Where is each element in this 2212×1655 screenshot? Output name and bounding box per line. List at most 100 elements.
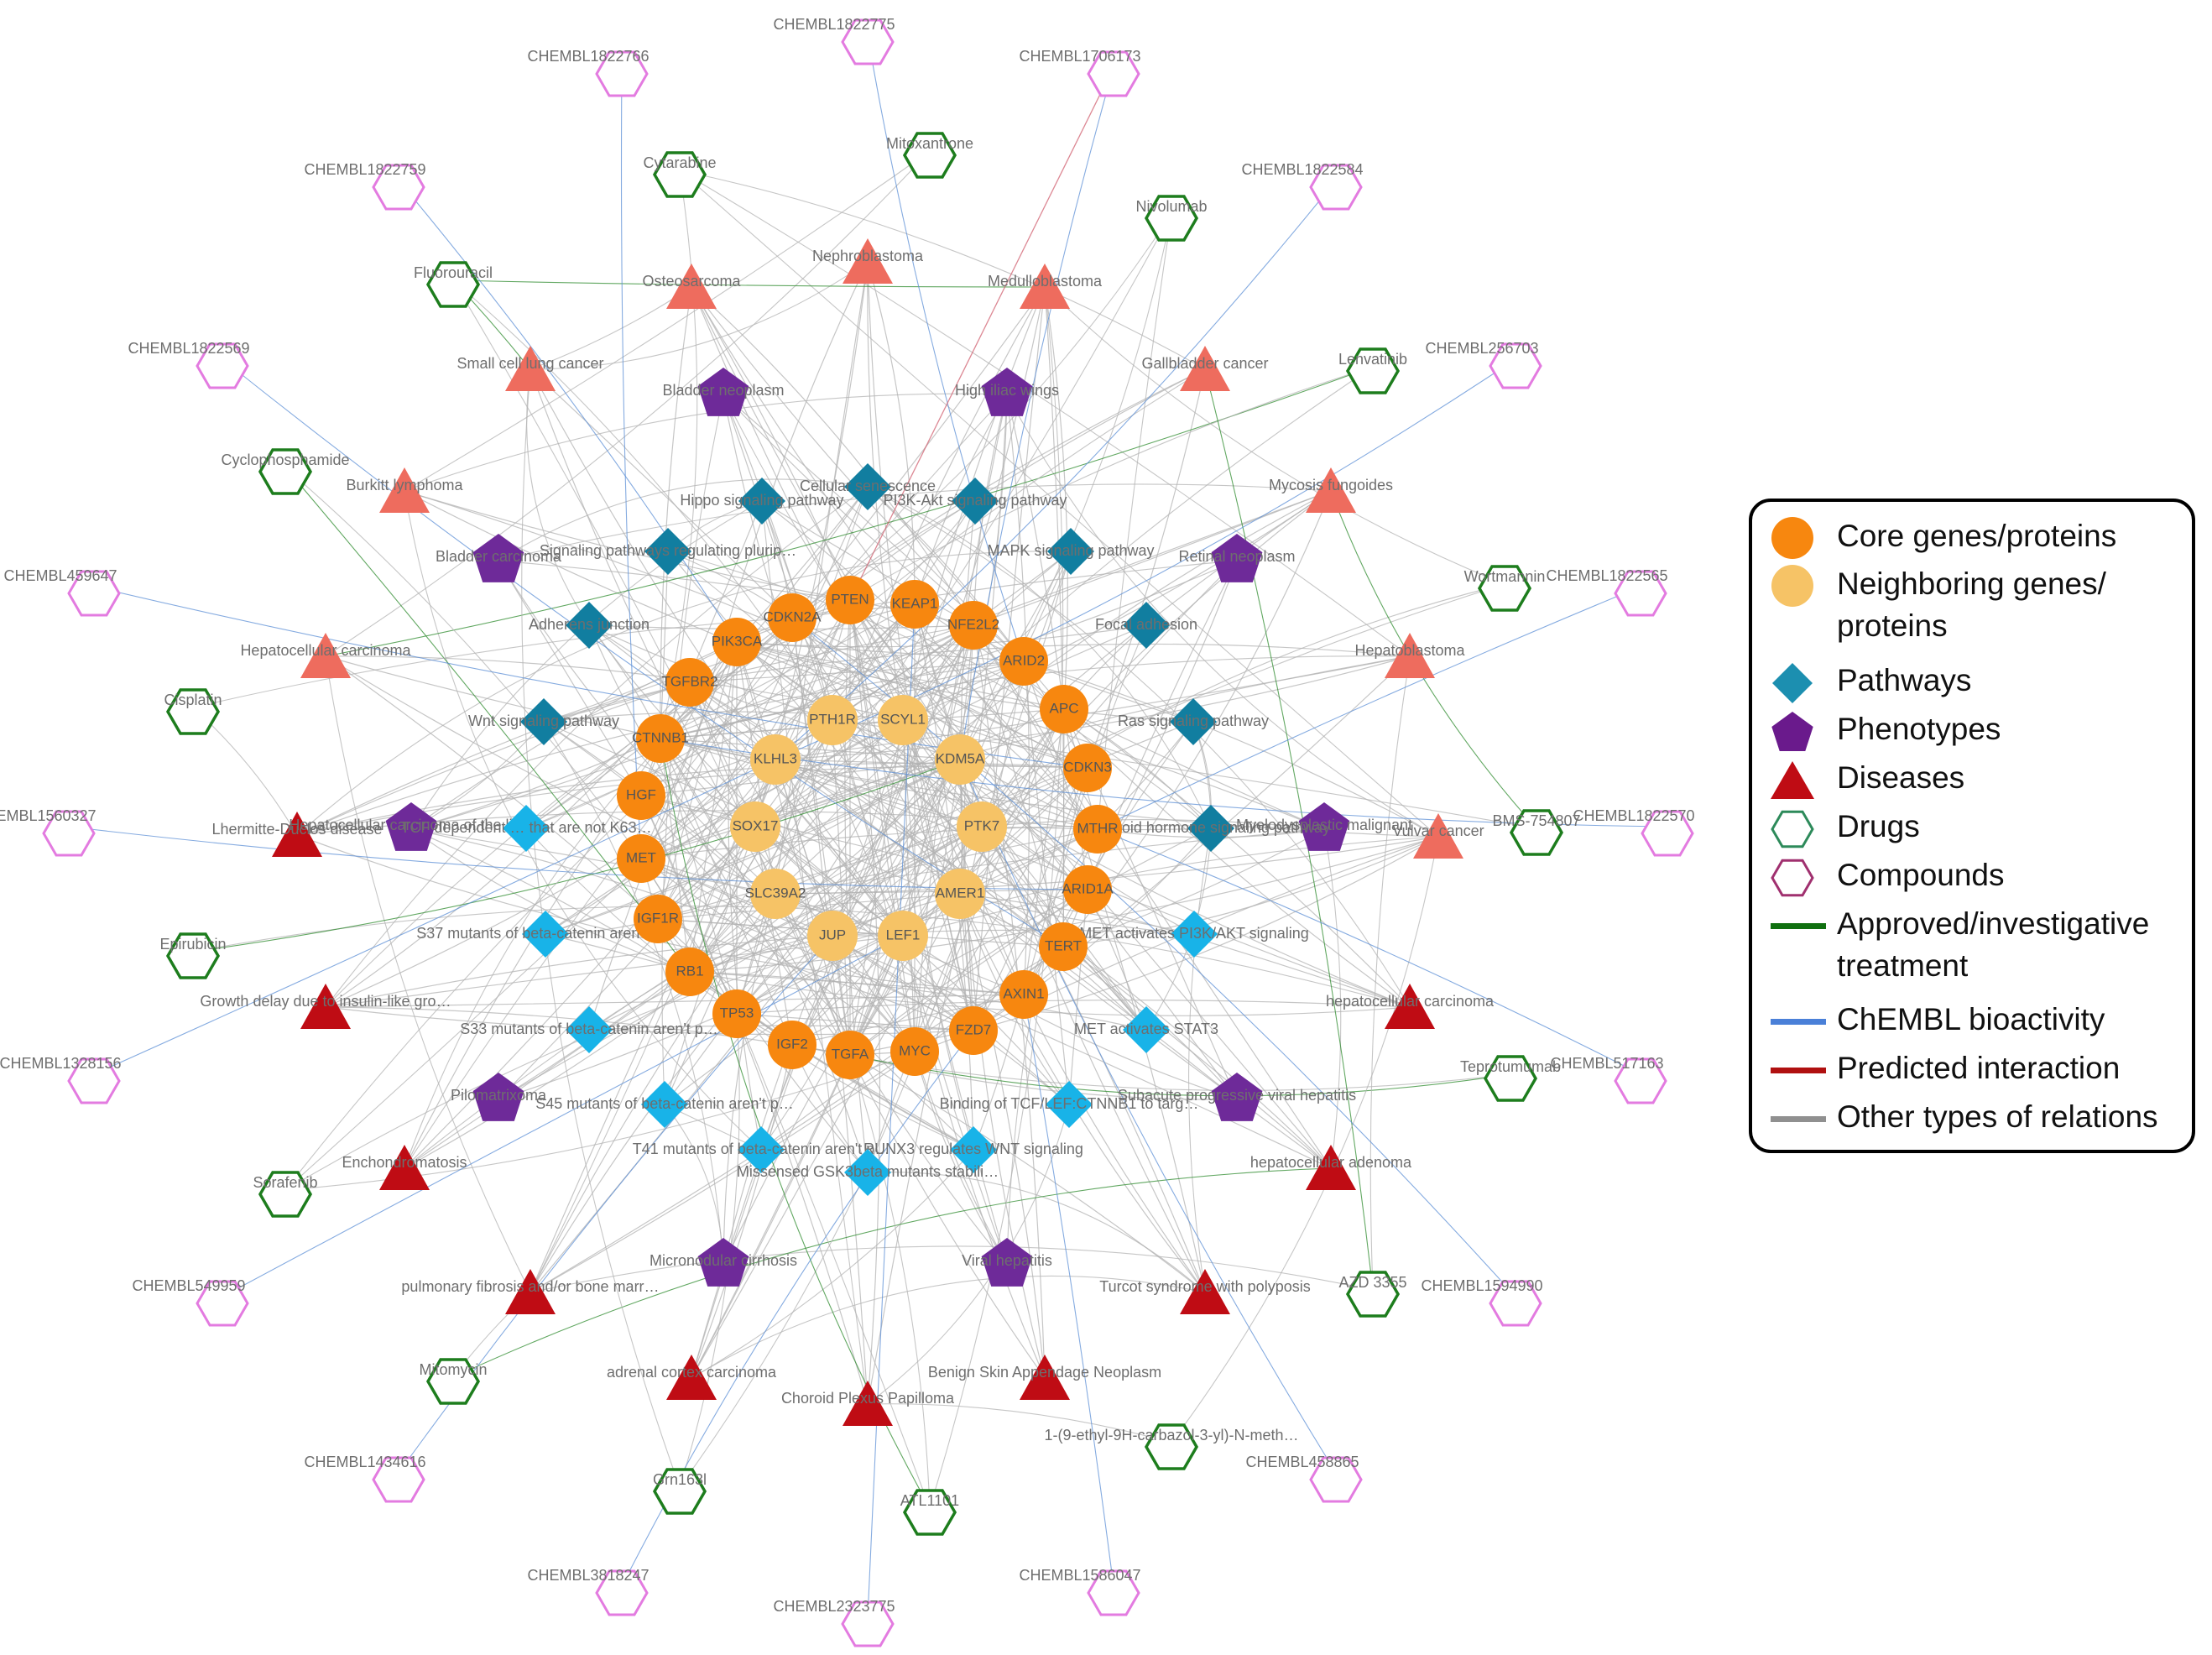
pathway-node-s37[interactable]: S37 mutants of beta-catenin aren't p…: [416, 911, 675, 958]
pathway-node-sigplur[interactable]: Signaling pathways regulating plurip…: [540, 528, 796, 575]
compound-node-c1822584[interactable]: CHEMBL1822584: [1241, 161, 1364, 211]
phenotype-node-micronod[interactable]: Micronodular cirrhosis: [650, 1238, 797, 1287]
pathway-node-gsk3[interactable]: Missensed GSK3beta mutants stabili…: [737, 1149, 999, 1196]
pathway-node-s33[interactable]: S33 mutants of beta-catenin aren't p…: [460, 1006, 718, 1053]
pathway-node-tcflef[interactable]: Binding of TCF/LEF:CTNNB1 to targ…: [940, 1081, 1199, 1128]
disease-node-mycosis[interactable]: Mycosis fungoides: [1269, 467, 1393, 513]
compound-node-c1822565[interactable]: CHEMBL1822565: [1546, 567, 1668, 617]
phenotype-node-subacute[interactable]: Subacute progressive viral hepatitis: [1118, 1073, 1356, 1121]
drug-node-carb[interactable]: 1-(9-ethyl-9H-carbazol-3-yl)-N-meth…: [1044, 1423, 1299, 1470]
disease-node-nephro[interactable]: Nephroblastoma: [812, 238, 924, 284]
compound-node-c1328156[interactable]: CHEMBL1328156: [0, 1055, 122, 1104]
core-node-pten[interactable]: PTEN: [826, 576, 874, 624]
core-node-rb1[interactable]: RB1: [665, 948, 714, 996]
neighbor-node-sox17[interactable]: SOX17: [730, 801, 780, 852]
disease-node-gall[interactable]: Gallbladder cancer: [1141, 346, 1269, 391]
neighbor-node-jup[interactable]: JUP: [807, 911, 858, 961]
disease-node-osteo[interactable]: Osteosarcoma: [642, 264, 742, 309]
core-node-tgfa[interactable]: TGFA: [826, 1031, 874, 1079]
phenotype-node-viralhep[interactable]: Viral hepatitis: [962, 1238, 1052, 1287]
disease-node-hep-aden[interactable]: hepatocellular adenoma: [1250, 1145, 1412, 1190]
compound-node-c459647[interactable]: CHEMBL459647: [3, 567, 121, 617]
core-node-tp53[interactable]: TP53: [712, 989, 761, 1038]
neighbor-node-scyl1[interactable]: SCYL1: [878, 695, 928, 745]
compound-node-c2323775[interactable]: CHEMBL2323775: [773, 1598, 895, 1647]
neighbor-node-ptk7[interactable]: PTK7: [957, 801, 1007, 852]
core-node-apc[interactable]: APC: [1040, 685, 1088, 734]
compound-node-c549959[interactable]: CHEMBL549959: [132, 1277, 249, 1327]
compound-node-c3818247[interactable]: CHEMBL3818247: [527, 1567, 650, 1616]
core-node-arid1a[interactable]: ARID1A: [1062, 865, 1114, 914]
disease-node-hcc[interactable]: Hepatocellular carcinoma: [240, 633, 412, 678]
neighbor-node-slc39a2[interactable]: SLC39A2: [745, 869, 806, 919]
pathway-node-rnf146[interactable]: RUNX3 regulates WNT signaling: [863, 1126, 1083, 1173]
compound-node-c1586047[interactable]: CHEMBL1586047: [1019, 1567, 1141, 1616]
pathway-node-pi3k[interactable]: PI3K-Akt signaling pathway: [883, 478, 1067, 525]
drug-node-lenva[interactable]: Lenvatinib: [1338, 347, 1407, 394]
drug-node-mito[interactable]: Mitomycin: [419, 1358, 488, 1405]
compound-node-c256703[interactable]: CHEMBL256703: [1425, 340, 1542, 389]
phenotype-node-bladder-neo[interactable]: Bladder neoplasm: [662, 368, 785, 416]
neighbor-node-amer1[interactable]: AMER1: [935, 869, 985, 919]
phenotype-node-pilomatrixoma[interactable]: Pilomatrixoma: [451, 1073, 547, 1121]
core-node-cdkn2a[interactable]: CDKN2A: [764, 593, 822, 642]
drug-node-grn[interactable]: Grn163l: [653, 1468, 707, 1515]
disease-node-lhermitte[interactable]: Lhermitte-Duclos disease: [211, 812, 383, 857]
drug-node-cispl[interactable]: Cisplatin: [164, 688, 222, 735]
core-node-igf1r[interactable]: IGF1R: [634, 895, 682, 943]
core-node-fzd7[interactable]: FZD7: [949, 1006, 998, 1055]
core-node-pik3ca[interactable]: PIK3CA: [712, 618, 763, 666]
core-node-nfe2l2[interactable]: NFE2L2: [947, 601, 999, 650]
disease-node-turcot[interactable]: Turcot syndrome with polyposis: [1099, 1269, 1311, 1314]
compound-node-c1822775[interactable]: CHEMBL1822775: [773, 16, 895, 65]
core-node-ctnnb1[interactable]: CTNNB1: [632, 714, 689, 763]
disease-node-choroid[interactable]: Choroid Plexus Papilloma: [781, 1381, 955, 1426]
phenotype-node-highiliac[interactable]: High iliac wings: [955, 368, 1059, 416]
drug-node-azd[interactable]: AZD 3355: [1338, 1271, 1407, 1318]
drug-node-bms[interactable]: BMS-754807: [1492, 809, 1581, 856]
drug-node-atl[interactable]: ATL1101: [900, 1489, 959, 1536]
disease-node-sclc[interactable]: Small cell lung cancer: [456, 346, 604, 391]
neighbor-node-klhl3[interactable]: KLHL3: [750, 734, 801, 785]
neighbor-node-kdm5a[interactable]: KDM5A: [935, 734, 985, 785]
drug-node-sora[interactable]: Sorafenib: [253, 1171, 318, 1218]
drug-node-mitox[interactable]: Mitoxantrone: [886, 132, 973, 179]
phenotype-node-hep-ph[interactable]: Hepatocellular carcinoma of the liver: [289, 802, 534, 851]
pathway-node-s45[interactable]: S45 mutants of beta-catenin aren't p…: [535, 1081, 794, 1128]
compound-node-c1560327[interactable]: CHEMBL1560327: [0, 807, 97, 857]
pathway-node-k63[interactable]: TCF dependent … that are not K63…: [400, 805, 652, 852]
neighbor-node-pth1r[interactable]: PTH1R: [807, 695, 858, 745]
pathway-node-mapk[interactable]: MAPK signaling pathway: [987, 528, 1155, 575]
compound-node-c1822759[interactable]: CHEMBL1822759: [304, 161, 426, 211]
disease-node-hepato[interactable]: Hepatoblastoma: [1354, 633, 1466, 678]
pathway-node-cellsen[interactable]: Cellular senescence: [800, 463, 936, 510]
disease-node-growth[interactable]: Growth delay due to insulin-like gro…: [200, 984, 451, 1029]
drug-node-epir[interactable]: Epirubicin: [159, 932, 227, 979]
core-node-arid2[interactable]: ARID2: [999, 637, 1048, 686]
phenotype-node-myelo[interactable]: Myelodysplastic malignant: [1236, 802, 1412, 851]
core-node-mthr[interactable]: MTHR: [1073, 805, 1122, 854]
compound-node-c1594990[interactable]: CHEMBL1594990: [1421, 1277, 1543, 1327]
core-node-cdkn3[interactable]: CDKN3: [1063, 744, 1112, 792]
core-node-hgf[interactable]: HGF: [617, 771, 665, 820]
pathway-node-focal[interactable]: Focal adhesion: [1095, 602, 1197, 649]
disease-node-adrenal[interactable]: adrenal cortex carcinoma: [607, 1355, 777, 1400]
compound-node-c1706173[interactable]: CHEMBL1706173: [1019, 48, 1141, 97]
pathway-node-wnt[interactable]: Wnt signaling pathway: [468, 698, 619, 745]
compound-node-c1822766[interactable]: CHEMBL1822766: [527, 48, 650, 97]
drug-node-fluoro[interactable]: Fluorouracil: [414, 261, 493, 308]
compound-node-c1822569[interactable]: CHEMBL1822569: [128, 340, 250, 389]
pathway-node-ras[interactable]: Ras signaling pathway: [1118, 698, 1269, 745]
pathway-node-adherens[interactable]: Adherens junction: [529, 602, 650, 649]
disease-node-enchon[interactable]: Enchondromatosis: [342, 1145, 467, 1190]
drug-node-nivo[interactable]: Nivolumab: [1135, 195, 1208, 242]
core-node-keap1[interactable]: KEAP1: [890, 580, 939, 629]
disease-node-hcc-l[interactable]: hepatocellular carcinoma: [1326, 984, 1495, 1029]
compound-node-c1434616[interactable]: CHEMBL1434616: [304, 1454, 426, 1503]
disease-node-burkitt[interactable]: Burkitt lymphoma: [346, 467, 464, 513]
disease-node-pulm[interactable]: pulmonary fibrosis and/or bone marr…: [401, 1269, 660, 1314]
disease-node-medullo[interactable]: Medulloblastoma: [988, 264, 1103, 309]
pathway-node-hippo[interactable]: Hippo signaling pathway: [680, 478, 844, 525]
phenotype-node-retinal[interactable]: Retinal neoplasm: [1178, 534, 1296, 582]
core-node-axin1[interactable]: AXIN1: [999, 970, 1048, 1019]
